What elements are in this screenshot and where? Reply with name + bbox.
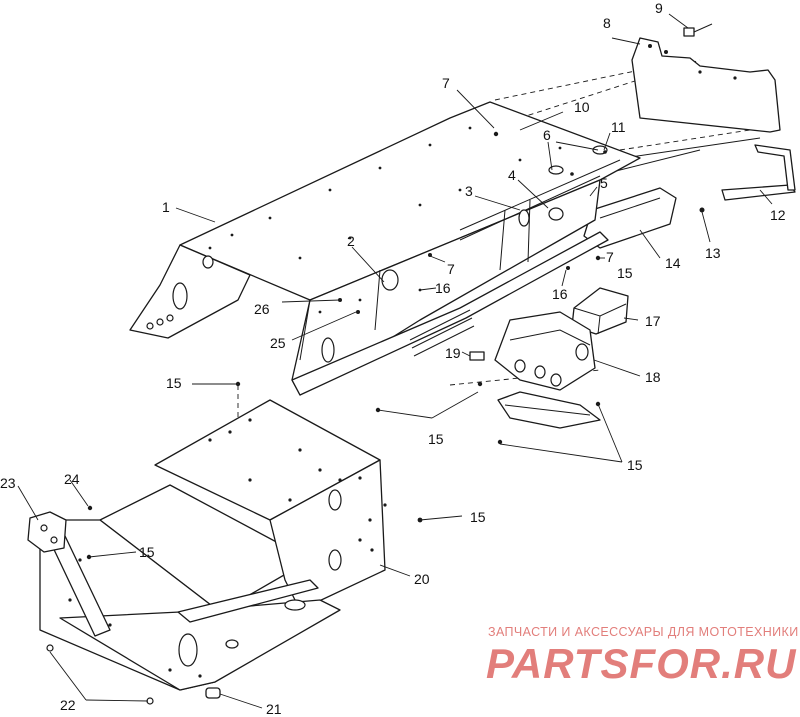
part-tunnel — [129, 101, 641, 396]
part-bolt-9 — [683, 23, 713, 37]
callout-15c: 15 — [428, 431, 444, 447]
callout-16a: 16 — [435, 280, 451, 296]
callout-18: 18 — [645, 369, 661, 385]
part-bolt-19 — [469, 351, 485, 361]
callout-23: 23 — [0, 475, 16, 491]
part-block-17 — [571, 287, 629, 335]
part-hitch-bracket — [583, 187, 677, 249]
callout-10: 10 — [574, 99, 590, 115]
callout-4: 4 — [508, 167, 516, 183]
watermark-tagline: ЗАПЧАСТИ И АКСЕССУАРЫ ДЛЯ МОТОТЕХНИКИ — [488, 625, 799, 639]
callout-2: 2 — [347, 233, 355, 249]
callout-8: 8 — [603, 15, 611, 31]
callout-15d: 15 — [627, 457, 643, 473]
callout-15a: 15 — [617, 265, 633, 281]
callout-7c: 7 — [447, 261, 455, 277]
callout-20: 20 — [414, 571, 430, 587]
leader-lines — [17, 13, 773, 709]
callout-14: 14 — [665, 255, 681, 271]
part-rivet-16 — [566, 266, 570, 270]
callout-15e: 15 — [470, 509, 486, 525]
callout-3: 3 — [465, 183, 473, 199]
callout-24: 24 — [64, 471, 80, 487]
watermark: ЗАПЧАСТИ И АКСЕССУАРЫ ДЛЯ МОТОТЕХНИКИ PA… — [486, 625, 799, 687]
callout-1: 1 — [162, 199, 170, 215]
callout-26: 26 — [254, 301, 270, 317]
part-bracket-18 — [494, 311, 596, 391]
callout-25: 25 — [270, 335, 286, 351]
callout-6: 6 — [543, 127, 551, 143]
part-bulkhead — [39, 399, 387, 691]
part-rivet-7 — [493, 131, 499, 137]
callout-7a: 7 — [442, 75, 450, 91]
part-nut-13 — [699, 207, 705, 213]
callout-19: 19 — [445, 345, 461, 361]
callout-7b: 7 — [606, 249, 614, 265]
callout-12: 12 — [770, 207, 786, 223]
part-rivet-24 — [87, 505, 93, 511]
callout-11: 11 — [611, 119, 626, 135]
callout-13: 13 — [705, 245, 721, 261]
part-rivets-15 — [86, 255, 601, 560]
part-bushing-21 — [205, 687, 221, 699]
callout-22: 22 — [60, 697, 76, 713]
callout-15f: 15 — [139, 544, 155, 560]
part-rivet-22a — [46, 644, 54, 652]
part-bracket-23 — [27, 511, 67, 553]
part-rear-rail — [599, 137, 796, 201]
part-lower-bracket — [497, 391, 601, 429]
watermark-brand: PARTSFOR.RU — [486, 640, 797, 687]
callout-21: 21 — [266, 701, 282, 717]
part-splash-guard — [631, 37, 781, 133]
callout-15b: 15 — [166, 375, 182, 391]
part-fasteners-6-11 — [548, 145, 608, 176]
callout-17: 17 — [645, 313, 661, 329]
callout-5: 5 — [600, 175, 608, 191]
callout-16b: 16 — [552, 286, 568, 302]
callout-9: 9 — [655, 0, 663, 16]
